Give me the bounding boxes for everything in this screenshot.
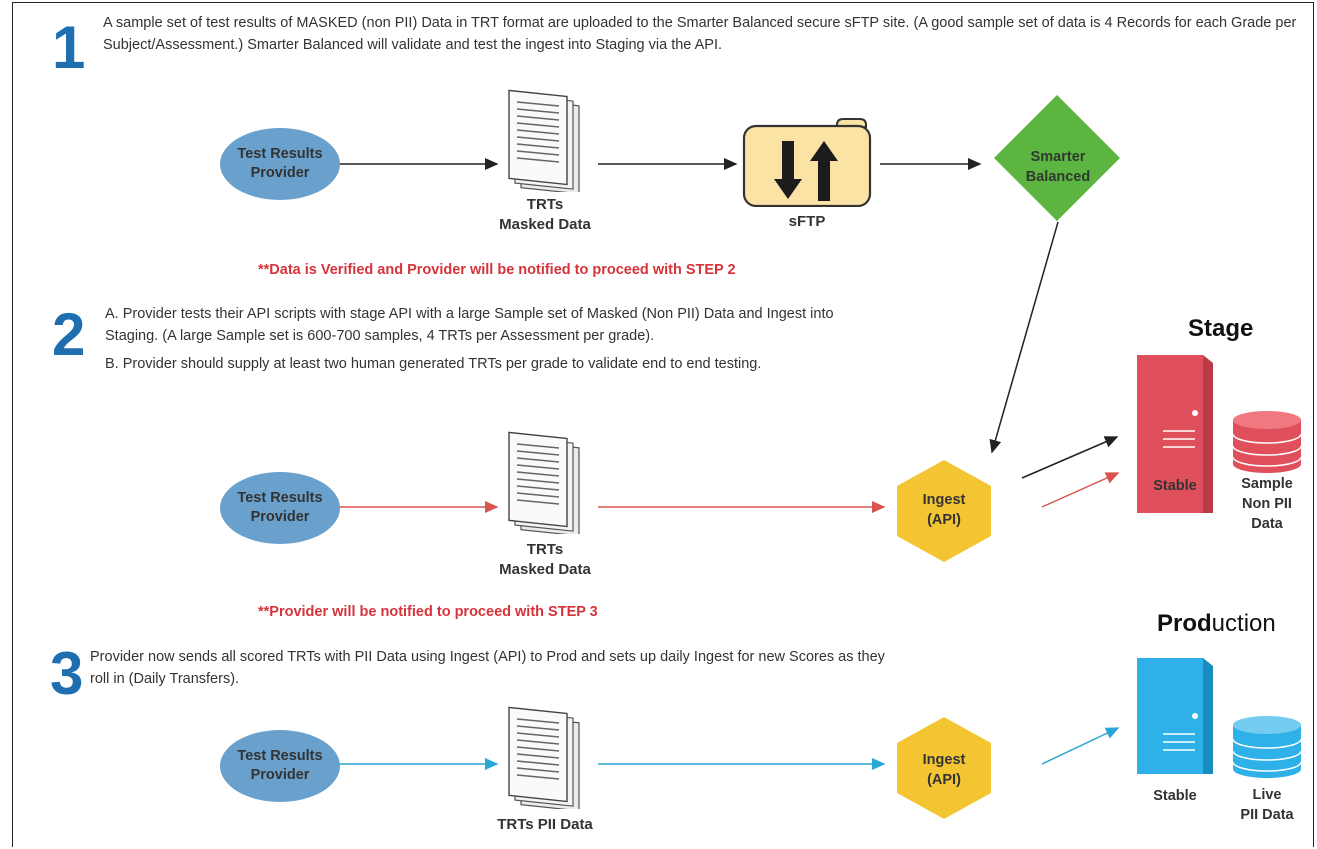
arrow-ingest-to-production	[1041, 727, 1120, 765]
stage-database-label: Sample Non PII Data	[1227, 474, 1307, 534]
document-stack-icon	[505, 430, 585, 534]
ingest-label-line1: Ingest	[922, 752, 966, 768]
ingest-label-3: Ingest (API)	[895, 750, 993, 790]
trts-caption-line2: Masked Data	[499, 216, 591, 233]
production-database-label: Live PII Data	[1227, 785, 1307, 825]
ingest-label-line2: (API)	[927, 772, 961, 788]
provider-label-line2: Provider	[250, 767, 310, 783]
production-title-rest: uction	[1211, 610, 1276, 637]
sftp-folder-icon	[742, 117, 872, 208]
ingest-label-line1: Ingest	[922, 492, 966, 508]
arrow-smarter-to-ingest	[989, 221, 1059, 454]
ingest-label-line2: (API)	[927, 512, 961, 528]
provider-label-line1: Test Results	[237, 146, 323, 162]
arrow-ingest-to-stage-red	[1041, 472, 1120, 508]
production-server-label: Stable	[1153, 788, 1197, 804]
stage-db-line3: Data	[1251, 516, 1283, 532]
trts-caption-line1: TRTs	[526, 196, 564, 213]
step-2-item-a: A. Provider tests their API scripts with…	[105, 306, 834, 344]
diagram-frame	[12, 2, 1314, 847]
arrow-ingest-to-stage-black	[1021, 436, 1119, 479]
step-1-description: A sample set of test results of MASKED (…	[103, 15, 1297, 53]
smarter-balanced-label: Smarter Balanced	[1010, 147, 1106, 187]
stage-server-icon	[1135, 353, 1215, 515]
trts-pii-caption: TRTs PII Data	[497, 816, 593, 833]
provider-label-line2: Provider	[250, 509, 310, 525]
document-stack-icon	[505, 705, 585, 809]
production-server-icon	[1135, 656, 1215, 818]
production-db-line2: PII Data	[1240, 807, 1294, 823]
stage-db-line1: Sample	[1241, 476, 1293, 492]
production-database-icon	[1230, 713, 1304, 781]
trts-masked-caption-2: TRTs Masked Data	[470, 540, 620, 580]
smarter-label-line2: Balanced	[1025, 169, 1091, 185]
stage-db-line2: Non PII	[1242, 496, 1292, 512]
step-2-number: 2	[52, 301, 86, 368]
production-title: Production	[1157, 610, 1276, 638]
step-3-description: Provider now sends all scored TRTs with …	[90, 649, 885, 687]
step-2-item-b: B. Provider should supply at least two h…	[105, 356, 762, 372]
production-title-bold: Prod	[1157, 610, 1212, 637]
smarter-label-line1: Smarter	[1030, 149, 1086, 165]
production-db-line1: Live	[1252, 787, 1282, 803]
provider-label-line1: Test Results	[237, 490, 323, 506]
smarter-balanced-diamond	[992, 93, 1122, 223]
trts-caption-line2: Masked Data	[499, 561, 591, 578]
step-3-number: 3	[50, 640, 84, 707]
step-1-number: 1	[52, 14, 86, 81]
provider-label-line1: Test Results	[237, 748, 323, 764]
stage-database-icon	[1230, 408, 1304, 476]
note-proceed-step3: **Provider will be notified to proceed w…	[258, 604, 598, 620]
step-2-description: A. Provider tests their API scripts with…	[105, 303, 875, 381]
trts-caption-line1: TRTs	[526, 541, 564, 558]
ingest-api-hexagon	[895, 715, 993, 821]
ingest-label-2: Ingest (API)	[895, 490, 993, 530]
note-data-verified: **Data is Verified and Provider will be …	[258, 262, 736, 278]
provider-label-line2: Provider	[250, 165, 310, 181]
document-stack-icon	[505, 88, 585, 192]
stage-title: Stage	[1188, 315, 1254, 342]
sftp-caption: sFTP	[788, 213, 826, 230]
ingest-api-hexagon	[895, 458, 993, 564]
stage-server-label: Stable	[1153, 478, 1197, 494]
trts-masked-caption-1: TRTs Masked Data	[470, 195, 620, 235]
